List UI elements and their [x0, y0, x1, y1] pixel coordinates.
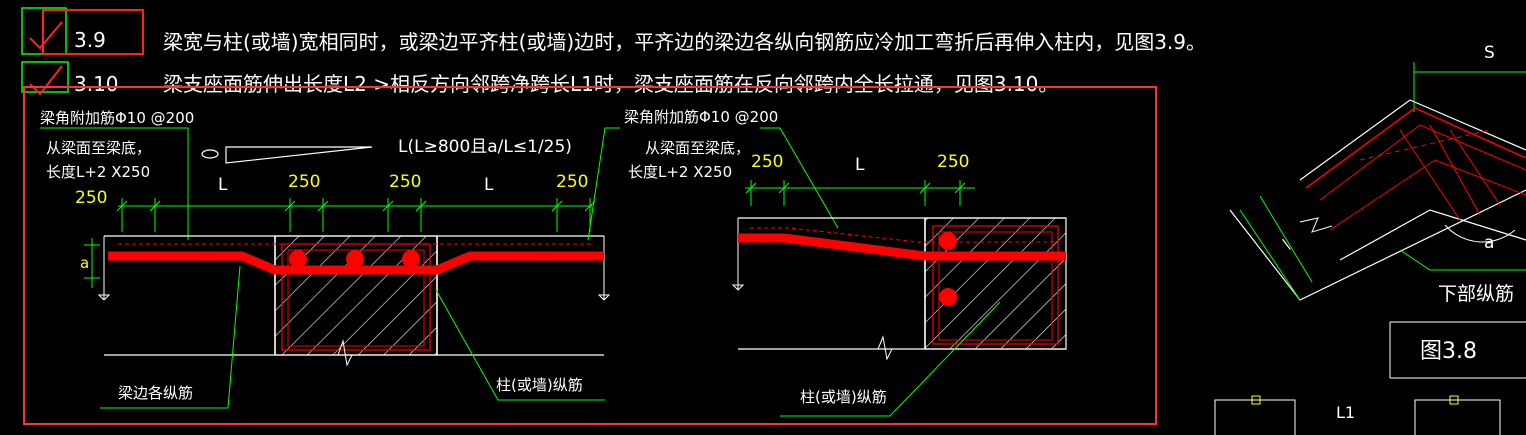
item-3-10-number: 3.10 — [74, 72, 119, 96]
rebar-dot — [402, 250, 420, 268]
extra-bar-label: 梁角附加筋Φ10 @200 — [624, 108, 778, 126]
slope-wedge — [225, 146, 373, 164]
dim-250-4: 250 — [556, 172, 588, 192]
slope-formula: L(L≥800且a/L≤1/25) — [398, 137, 572, 157]
svg-text:\: \ — [1281, 235, 1293, 254]
label-column-bars: 柱(或墙)纵筋 — [496, 376, 583, 394]
checkmark-icon — [29, 65, 63, 96]
rebar-dot — [939, 288, 957, 306]
dim-L-2: L — [484, 175, 494, 195]
bent-rebar — [108, 251, 604, 275]
dim-250-left: 250 — [75, 188, 107, 208]
item-3-9-number: 3.9 — [74, 28, 106, 52]
dim-250-3: 250 — [389, 172, 421, 192]
label-column-bars: 柱(或墙)纵筋 — [800, 388, 887, 406]
checkmark-icon — [29, 21, 63, 50]
symbol-a: a — [80, 254, 89, 272]
label-bottom-bars: 下部纵筋 — [1438, 283, 1514, 305]
note-line2: 长度L+2 X250 — [628, 163, 732, 181]
note-line1: 从梁面至梁底， — [46, 139, 151, 157]
rebar-dot — [346, 250, 364, 268]
rebar-dot — [289, 250, 307, 268]
dim-250-2: 250 — [288, 172, 320, 192]
dim-L-1: L — [218, 175, 228, 195]
label-a: a — [1484, 233, 1494, 253]
note-line2: 长度L+2 X250 — [46, 163, 150, 181]
extra-bar-label: 梁角附加筋Φ10 @200 — [40, 109, 194, 127]
right-detail: 梁角附加筋Φ10 @200 从梁面至梁底， 长度L+2 X250 250 L 2… — [587, 108, 1067, 417]
dim-L: L — [855, 155, 865, 175]
label-S: S — [1484, 43, 1495, 63]
label-beam-bars: 梁边各纵筋 — [118, 384, 193, 402]
rebar-dot — [939, 232, 957, 250]
figure-3-8: S a \ 下部纵筋 图3.8 L1 — [1214, 43, 1526, 435]
figure-caption: 图3.8 — [1420, 339, 1477, 364]
highlight-3-9 — [42, 9, 144, 55]
note-line1: 从梁面至梁底， — [645, 139, 750, 157]
left-detail: 梁角附加筋Φ10 @200 从梁面至梁底， 长度L+2 X250 250 L(L… — [40, 109, 611, 409]
checkbox-3-10[interactable] — [21, 61, 69, 93]
item-3-10-text: 梁支座面筋伸出长度L2 >相反方向邻跨净跨长L1时，梁支座面筋在反向邻跨内全长拉… — [163, 72, 1058, 96]
item-3-9-text: 梁宽与柱(或墙)宽相同时，或梁边平齐柱(或墙)边时，平齐边的梁边各纵向钢筋应冷加… — [163, 30, 1206, 54]
dim-250-a: 250 — [751, 152, 783, 172]
bent-rebar — [738, 233, 1066, 261]
label-L1: L1 — [1336, 403, 1355, 422]
selection-frame — [23, 86, 1157, 425]
dim-250-b: 250 — [937, 152, 969, 172]
